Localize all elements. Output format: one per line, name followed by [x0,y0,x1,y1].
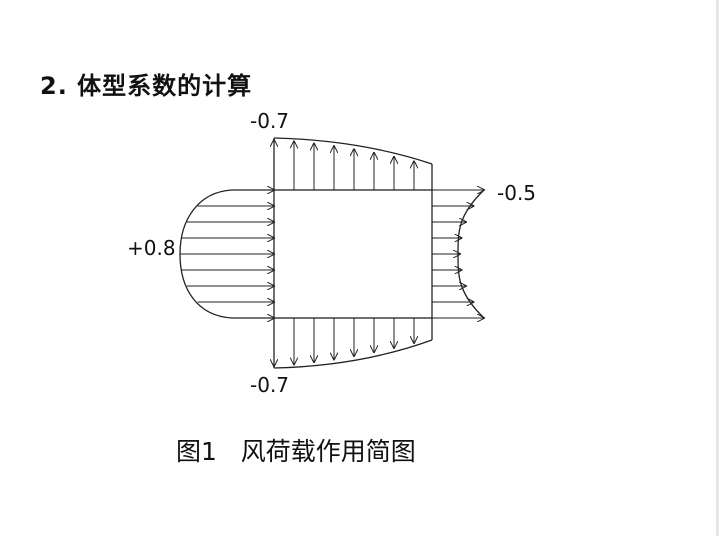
top-envelope [273,137,433,165]
roof-suction-bottom [273,318,433,369]
figure-number: 图1 [176,437,217,466]
building-outline [273,189,433,319]
bottom-envelope [273,339,433,369]
page-edge [716,0,719,536]
windward-coefficient-label: +0.8 [127,236,176,260]
section-heading: 2. 体型系数的计算 [40,72,253,100]
figure-caption: 图1 风荷载作用简图 [176,432,416,468]
windward-pressure [179,190,274,318]
leeward-coefficient-label: -0.5 [497,181,536,205]
top-coefficient-label: -0.7 [250,109,289,133]
leeward-suction [432,190,484,318]
leeward-envelope [457,189,485,319]
roof-suction-top [273,137,433,190]
figure-title: 风荷载作用简图 [240,437,416,466]
bottom-coefficient-label: -0.7 [250,373,289,397]
